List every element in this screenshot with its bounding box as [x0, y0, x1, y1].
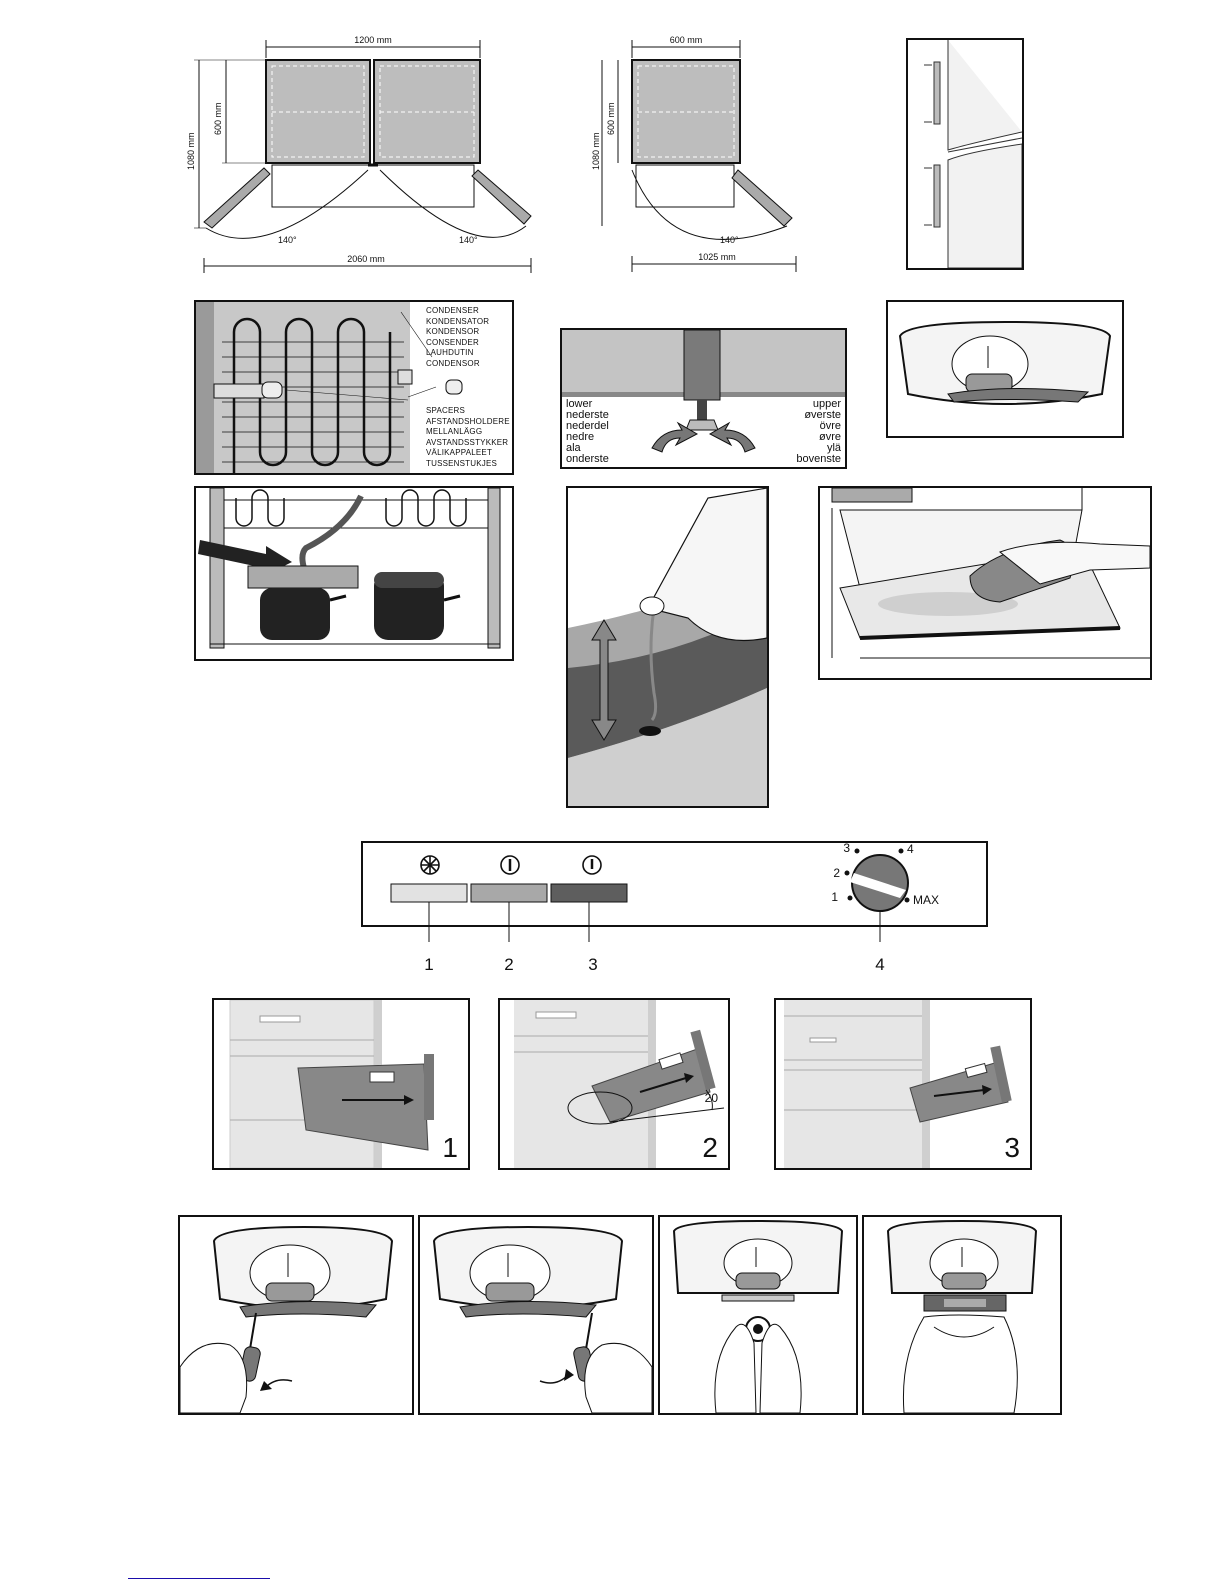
lamp-step-1-illustration: [178, 1215, 414, 1415]
drawer-step-3-illustration: 3: [774, 998, 1032, 1170]
drawer-step-2-illustration: 20 2: [498, 998, 730, 1170]
angle-left-label: 140°: [278, 235, 297, 245]
depth-door-label: 600 mm: [213, 102, 223, 135]
upper-label: øvre: [819, 431, 841, 443]
dimension-diagram-double: 1200 mm 140° 140° 1080 mm 600 mm 2060 mm: [186, 30, 536, 275]
drawer-angle-label: 20: [705, 1091, 719, 1105]
upper-label-list: upper øverste övre øvre ylä bovenste: [796, 399, 841, 465]
upper-label: upper: [812, 398, 841, 410]
callout-1: 1: [424, 955, 433, 974]
compressor-drain-illustration: [194, 486, 514, 661]
spacer-label: MELLANLÄGG: [426, 427, 483, 436]
callout-2: 2: [504, 955, 513, 974]
dial-mark-2: 2: [833, 866, 840, 880]
drain-hole-cleaning-illustration: [566, 486, 769, 808]
single-depth-open-label: 1080 mm: [592, 132, 601, 170]
spacer-label: SPACERS: [426, 406, 466, 415]
lower-label: onderste: [566, 453, 609, 465]
wiping-water-illustration: [818, 486, 1152, 680]
spacer-label: VÄLIKAPPALEET: [426, 448, 493, 457]
lower-label: nedre: [566, 431, 595, 443]
condenser-label: KONDENSOR: [426, 327, 480, 336]
condenser-label-list: CONDENSER KONDENSATOR KONDENSOR CONSENDE…: [426, 306, 489, 369]
step-number: 1: [442, 1132, 458, 1163]
callout-4: 4: [875, 955, 884, 974]
lamp-cover-illustration: [886, 300, 1124, 438]
condenser-label: KONDENSATOR: [426, 316, 490, 326]
dial-mark-max: MAX: [913, 893, 939, 907]
upper-label: øverste: [804, 409, 841, 421]
width-total-label: 1200 mm: [354, 35, 392, 45]
lower-label: lower: [566, 398, 593, 410]
spacer-label: TUSSENSTUKJES: [426, 458, 498, 468]
footer-underline: [128, 1578, 270, 1579]
condenser-label: LAUHDUTIN: [426, 348, 474, 357]
handle-reversal-illustration: [906, 38, 1024, 270]
drawer-step-1-illustration: 1: [212, 998, 470, 1170]
upper-label: ylä: [826, 442, 841, 454]
lower-label: nederste: [566, 409, 609, 421]
adjustable-feet-illustration: lower nederste nederdel nedre ala onders…: [560, 328, 847, 469]
dial-mark-1: 1: [831, 890, 838, 904]
upper-label: övre: [819, 420, 841, 432]
dimension-diagram-single: 600 mm 1080 mm 600 mm 140° 1025 mm: [592, 30, 807, 275]
lamp-step-4-illustration: [862, 1215, 1062, 1415]
dial-mark-3: 3: [843, 841, 850, 855]
spacer-label: AVSTANDSSTYKKER: [426, 437, 509, 447]
angle-right-label: 140°: [459, 235, 478, 245]
lower-label: nederdel: [566, 420, 609, 432]
upper-label: bovenste: [796, 453, 841, 465]
lamp-step-3-illustration: [658, 1215, 858, 1415]
single-angle-label: 140°: [720, 235, 739, 245]
condenser-label: CONSENDER: [426, 337, 479, 347]
step-number: 3: [1004, 1132, 1020, 1163]
condenser-label: CONDENSOR: [426, 358, 480, 368]
control-panel-diagram: 1 2 3 4 MAX 1 2 3 4: [360, 840, 990, 980]
spacer-label: AFSTANDSHOLDERE: [426, 416, 510, 426]
spacer-label-list: SPACERS AFSTANDSHOLDERE MELLANLÄGG AVSTA…: [426, 406, 510, 469]
callout-3: 3: [588, 955, 597, 974]
step-number: 2: [702, 1132, 718, 1163]
lower-label: ala: [566, 442, 581, 454]
depth-open-label: 1080 mm: [186, 132, 196, 170]
single-width-label: 600 mm: [670, 35, 703, 45]
single-swing-label: 1025 mm: [698, 252, 736, 262]
single-depth-door-label: 600 mm: [606, 102, 616, 135]
lower-label-list: lower nederste nederdel nedre ala onders…: [566, 399, 609, 465]
swing-width-label: 2060 mm: [347, 254, 385, 264]
lamp-step-2-illustration: [418, 1215, 654, 1415]
dial-mark-4: 4: [907, 842, 914, 856]
condenser-spacers-illustration: CONDENSER KONDENSATOR KONDENSOR CONSENDE…: [194, 300, 514, 475]
condenser-label: CONDENSER: [426, 306, 479, 315]
